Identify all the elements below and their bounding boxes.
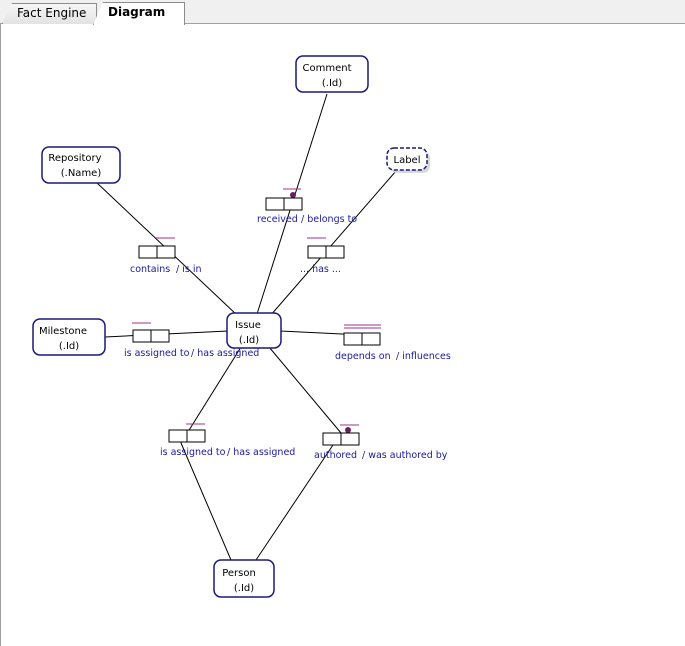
- role-box: [168, 429, 188, 443]
- fact-reading: received: [257, 214, 298, 225]
- role-box: [156, 245, 176, 259]
- entity-issue[interactable]: Issue (.Id): [226, 312, 282, 349]
- role-box: [307, 245, 327, 259]
- role-box: [361, 332, 381, 346]
- entity-name: Label: [394, 155, 421, 166]
- fact-type-repository[interactable]: contains / is in: [130, 237, 202, 275]
- fact-reading: ... has ...: [300, 264, 341, 275]
- fact-inverse-reading: / belongs to: [301, 214, 357, 225]
- entity-refmode: (.Id): [234, 583, 254, 594]
- tab-diagram-spy[interactable]: Diagram Spy: [93, 2, 185, 25]
- entity-name: Milestone: [39, 326, 87, 337]
- fact-type-milestone[interactable]: is assigned to / has assigned: [124, 322, 259, 359]
- fact-inverse-reading: / is in: [176, 264, 202, 275]
- entity-milestone[interactable]: Milestone (.Id): [32, 318, 106, 356]
- role-box: [150, 329, 170, 343]
- fact-reading: is assigned to: [124, 348, 190, 359]
- entity-name: Repository: [48, 153, 101, 164]
- role-box: [325, 245, 345, 259]
- role-box: [343, 332, 363, 346]
- entity-repository[interactable]: Repository (.Name): [41, 146, 121, 184]
- mandatory-dot: [345, 427, 351, 433]
- fact-reading: depends on: [335, 351, 391, 362]
- role-box: [265, 197, 285, 211]
- fact-type-person-assigned[interactable]: is assigned to / has assigned: [160, 423, 295, 458]
- entity-person[interactable]: Person (.Id): [213, 559, 275, 598]
- role-box: [340, 432, 360, 446]
- mandatory-dot: [290, 192, 296, 198]
- fact-type-comment[interactable]: received / belongs to: [257, 188, 357, 225]
- fact-reading: authored: [314, 450, 357, 461]
- entity-label[interactable]: Label: [386, 147, 430, 173]
- tab-fact-engine[interactable]: Fact Engine: [2, 3, 97, 24]
- fact-reading: contains: [130, 264, 170, 275]
- entity-refmode: (.Id): [322, 78, 342, 89]
- entity-refmode: (.Name): [61, 168, 102, 179]
- entity-refmode: (.Id): [59, 341, 79, 352]
- entity-name: Comment: [303, 63, 352, 74]
- diagram-canvas[interactable]: Comment (.Id) Repository (.Name) Label M…: [0, 24, 685, 646]
- tab-strip: Fact Engine Diagram Spy: [0, 0, 685, 25]
- entity-name: Person: [222, 568, 256, 579]
- fact-type-depends[interactable]: depends on / influences: [335, 324, 451, 362]
- role-box: [283, 197, 303, 211]
- role-box: [138, 245, 158, 259]
- role-box: [322, 432, 342, 446]
- fact-reading: is assigned to: [160, 447, 226, 458]
- fact-type-label[interactable]: ... has ...: [300, 237, 345, 275]
- orm-diagram: Comment (.Id) Repository (.Name) Label M…: [32, 55, 451, 598]
- fact-inverse-reading: / was authored by: [362, 450, 448, 461]
- fact-type-authored[interactable]: authored / was authored by: [314, 424, 448, 461]
- role-box: [132, 329, 152, 343]
- entity-name: Issue: [235, 320, 261, 331]
- fact-inverse-reading: / has assigned: [191, 348, 259, 359]
- entity-refmode: (.Id): [239, 335, 259, 346]
- entity-comment[interactable]: Comment (.Id): [295, 55, 369, 93]
- role-box: [186, 429, 206, 443]
- fact-inverse-reading: / influences: [396, 351, 451, 362]
- fact-inverse-reading: / has assigned: [227, 447, 295, 458]
